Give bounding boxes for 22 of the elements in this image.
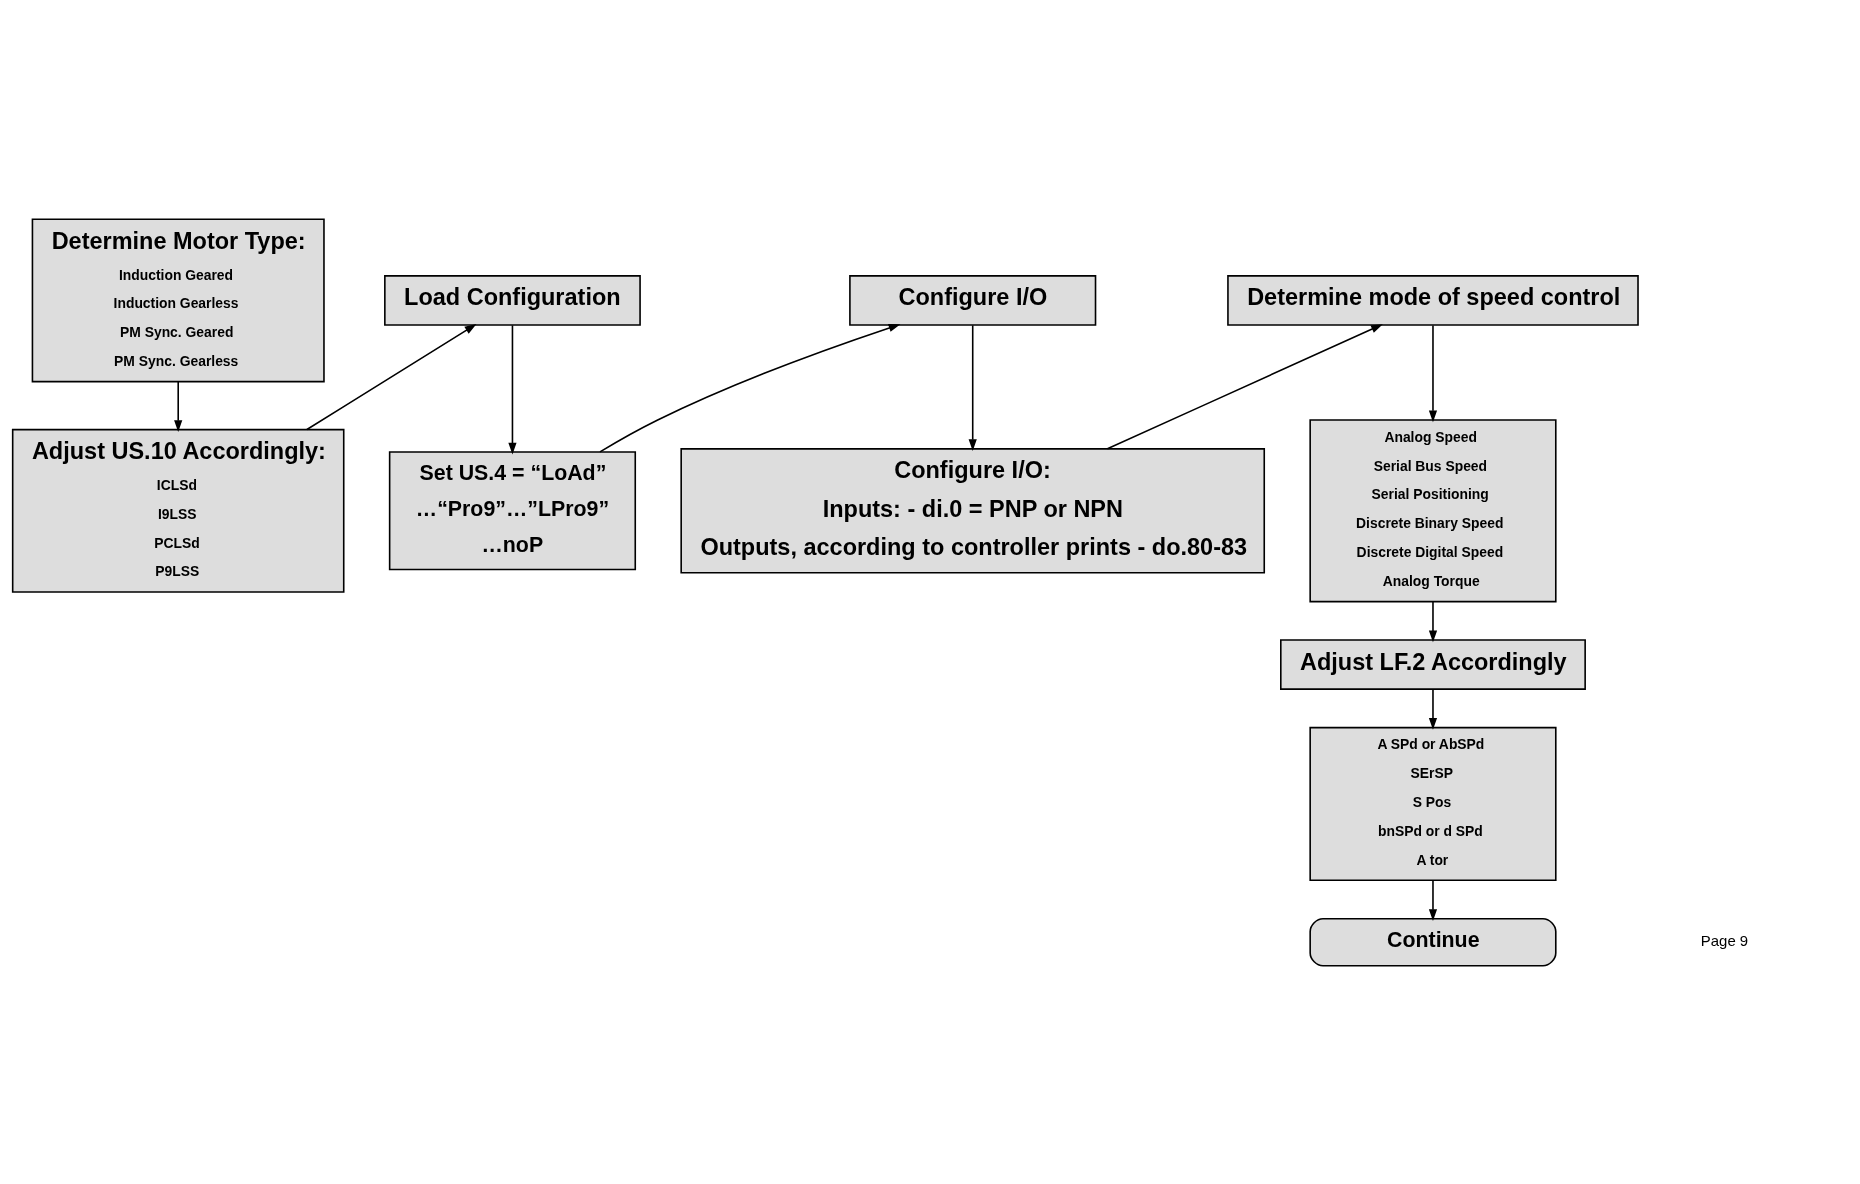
arrow bbox=[1428, 687, 1438, 730]
arrow bbox=[306, 323, 477, 430]
node-box: Continue bbox=[1309, 917, 1557, 967]
node-box: Adjust LF.2 Accordingly bbox=[1280, 638, 1586, 690]
arrow bbox=[599, 323, 901, 453]
label: Page 9 bbox=[1700, 931, 1749, 949]
node-box: Load Configuration bbox=[384, 274, 641, 326]
arrow bbox=[1428, 879, 1438, 921]
arrow bbox=[1428, 600, 1438, 642]
arrow bbox=[968, 324, 977, 451]
arrow bbox=[174, 380, 183, 432]
node-box: Analog Speed Serial Bus Speed Serial Positioning Discrete Binary Speed Discrete Digital Speed Analog Torque bbox=[1309, 418, 1557, 602]
arrow bbox=[1106, 323, 1383, 450]
arrow bbox=[1428, 324, 1438, 422]
node-box: Determine mode of speed control bbox=[1227, 274, 1639, 326]
node-box: Configure I/O: Inputs: - di.0 = PNP or NPN Outputs, according to controller prints - do.80-83 bbox=[680, 447, 1266, 574]
node-box: Set US.4 = “LoAd” …“Pro9”…”LPro9” …noP bbox=[388, 450, 637, 570]
node-box: Adjust US.10 Accordingly: ICLSd I9LSS PCLSd P9LSS bbox=[11, 428, 345, 593]
node-box: Configure I/O bbox=[849, 274, 1097, 326]
node-box: Determine Motor Type: Induction Geared Induction Gearless PM Sync. Geared PM Sync. Gearless bbox=[31, 217, 325, 382]
arrow bbox=[508, 324, 517, 454]
node-box: A SPd or AbSPd SErSP S Pos bnSPd or d SPd A tor bbox=[1309, 726, 1557, 881]
